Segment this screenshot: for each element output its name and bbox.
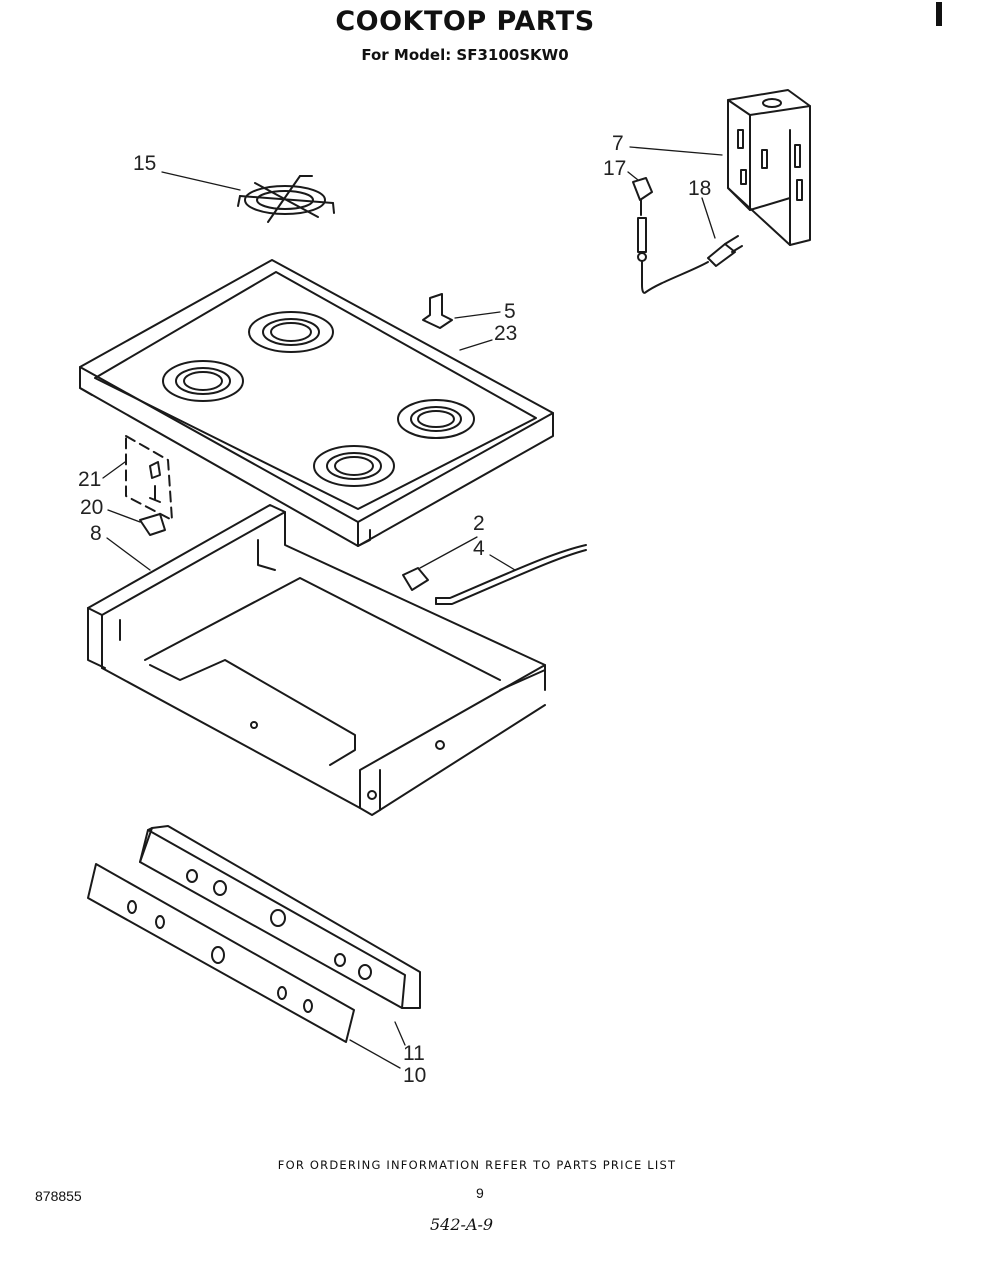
callout-8: 8 <box>90 522 102 545</box>
callout-4: 4 <box>473 537 485 560</box>
model-subtitle: For Model: SF3100SKW0 <box>361 46 569 64</box>
burner-box <box>727 89 811 246</box>
bracket <box>422 293 453 329</box>
leader-lines <box>102 146 723 1069</box>
callout-11: 11 <box>403 1042 425 1065</box>
callout-10: 10 <box>403 1064 426 1087</box>
ordering-note: FOR ORDERING INFORMATION REFER TO PARTS … <box>277 1158 677 1172</box>
callout-20: 20 <box>80 496 103 519</box>
power-connector <box>641 235 743 294</box>
cooktop <box>79 259 554 547</box>
callout-23: 23 <box>494 322 517 345</box>
gas-tube <box>435 544 587 605</box>
handwritten-reference: 542-A-9 <box>430 1215 494 1234</box>
callout-17: 17 <box>603 157 626 180</box>
callout-7: 7 <box>612 132 624 155</box>
callout-15: 15 <box>133 152 156 175</box>
callout-2: 2 <box>473 512 485 535</box>
bracket-parts <box>139 461 166 536</box>
burner-grate <box>237 175 335 223</box>
page-title: COOKTOP PARTS <box>335 6 595 37</box>
igniter-switch <box>632 177 653 262</box>
page-number: 9 <box>476 1185 484 1201</box>
document-number: 878855 <box>35 1188 82 1204</box>
control-bracket <box>125 435 173 521</box>
edge-mark <box>936 2 942 26</box>
callout-18: 18 <box>688 177 711 200</box>
burner-box-frame <box>87 504 546 816</box>
callout-21: 21 <box>78 468 101 491</box>
valve-fitting <box>402 567 429 591</box>
control-panel-trim <box>87 863 355 1043</box>
control-panel <box>139 825 421 1009</box>
callout-5: 5 <box>504 300 516 323</box>
